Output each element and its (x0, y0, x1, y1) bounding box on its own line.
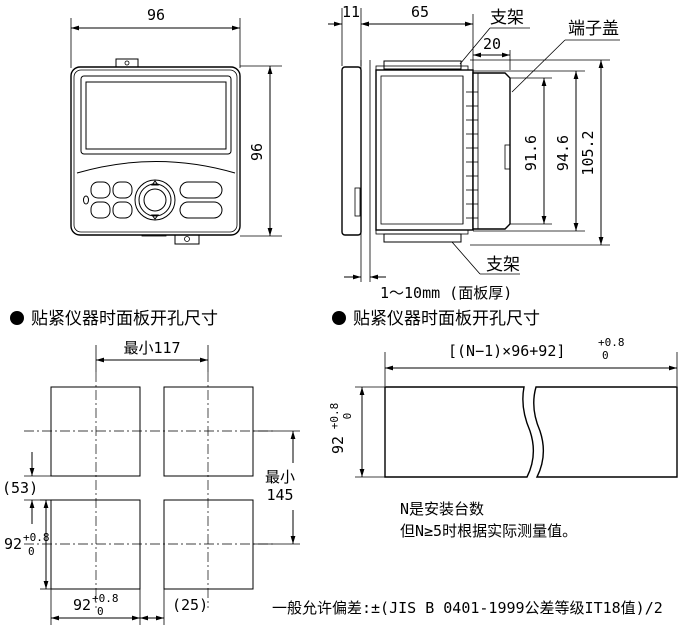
terminal-ribs (466, 91, 478, 219)
key-button (90, 181, 111, 199)
cutout-square (163, 499, 254, 590)
cutout-ganged-heading: 贴紧仪器时面板开孔尺寸 (353, 309, 540, 329)
bullet-icon (332, 311, 346, 325)
terminal-cover-label: 端子盖 (568, 19, 619, 39)
display-window (80, 75, 232, 155)
front-top-bracket (115, 58, 139, 68)
cutout-individual-heading: 贴紧仪器时面板开孔尺寸 (31, 309, 218, 329)
ganged-slot-right (533, 386, 678, 478)
side-flange-label: 11 (342, 3, 360, 21)
min-145-label-line2: 145 (266, 486, 293, 504)
ganged-note-line1: N是安装台数 (400, 500, 484, 518)
key-panel-curve (76, 161, 236, 174)
ganged-height-tol-upper: +0.8 (328, 403, 341, 430)
ganged-note-line2: 但N≥5时根据实际测量值。 (400, 522, 577, 540)
cutout-square (50, 386, 141, 477)
side-bezel (341, 66, 362, 236)
display-screen (85, 81, 227, 150)
key-button (112, 181, 133, 199)
key-button (90, 201, 111, 219)
min-117-label: 最小117 (123, 339, 180, 357)
front-width-label: 96 (147, 6, 165, 24)
cutout-v-tol-lower: 0 (28, 545, 35, 558)
ganged-slot-left (384, 386, 535, 478)
bracket-top-label: 支架 (490, 8, 524, 28)
cutout-h-tol-upper: +0.8 (92, 592, 119, 605)
front-view: 96 96 (70, 6, 282, 245)
bracket-bottom-label: 支架 (486, 255, 520, 275)
min-145-label-line1: 最小 (265, 468, 295, 486)
gap-53-label: (53) (2, 479, 38, 497)
ganged-width-tol-lower: 0 (602, 349, 609, 362)
side-top-bracket (383, 60, 462, 70)
cutout-h-size: 92 (73, 596, 91, 614)
cutout-ganged: 贴紧仪器时面板开孔尺寸 [(N−1)×96+92] +0.8 0 92 +0.8… (328, 309, 678, 540)
dim-91-6-label: 91.6 (522, 135, 540, 171)
front-bezel (70, 66, 241, 236)
side-depth-label: 65 (411, 3, 429, 21)
front-height-label: 96 (248, 143, 266, 161)
terminal-cover (472, 72, 511, 230)
status-led (83, 195, 89, 205)
cutout-v-tol-upper: +0.8 (23, 531, 50, 544)
bullet-icon (10, 311, 24, 325)
ganged-height-tol-lower: 0 (341, 413, 354, 420)
gap-25-label: (25) (172, 596, 208, 614)
cutout-individual: 贴紧仪器时面板开孔尺寸 最小117 (53) 92 +0.8 0 (2, 309, 300, 625)
side-bottom-bracket (383, 233, 462, 243)
panel-thickness-label: 1～10mm (面板厚) (380, 284, 512, 302)
cutout-h-tol-lower: 0 (97, 605, 104, 618)
cover-depth-label: 20 (483, 35, 501, 53)
ganged-width-formula: [(N−1)×96+92] (448, 342, 565, 360)
ganged-height-value: 92 (329, 436, 347, 454)
cutout-square (163, 386, 254, 477)
ganged-width-tol-upper: +0.8 (598, 336, 625, 349)
key-button (112, 201, 133, 219)
general-tolerance-note: 一般允许偏差:±(JIS B 0401-1999公差等级IT18值)/2 (272, 599, 663, 617)
dim-94-6-label: 94.6 (554, 135, 572, 171)
navigation-dial (134, 179, 176, 221)
key-button-wide (179, 201, 223, 219)
cutout-square (50, 499, 141, 590)
side-case (375, 69, 474, 231)
key-button-wide (179, 181, 223, 199)
cutout-v-size: 92 (4, 535, 22, 553)
dim-105-2-label: 105.2 (579, 130, 597, 175)
side-view: 11 65 20 支架 端子盖 (328, 3, 620, 302)
